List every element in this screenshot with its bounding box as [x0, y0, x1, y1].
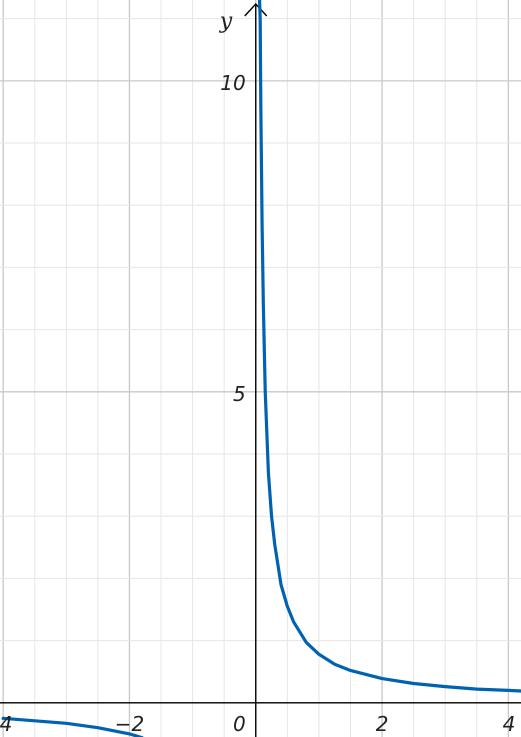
y-tick-label: 5: [233, 382, 246, 406]
x-tick-label: −2: [115, 712, 144, 736]
y-axis-label: y: [219, 9, 233, 34]
y-axis-arrow-icon: [244, 2, 268, 17]
y-tick-label: 10: [220, 71, 245, 95]
x-tick-label: 4: [503, 712, 516, 736]
curve-right-branch: [257, 0, 521, 693]
x-tick-label: 0: [233, 712, 246, 736]
curve-left-branch: [1, 716, 144, 737]
x-tick-label: 4: [0, 712, 12, 736]
x-tick-label: 2: [376, 712, 389, 736]
tick-labels: y 4 −2 0 2 4 10 5: [0, 9, 515, 736]
